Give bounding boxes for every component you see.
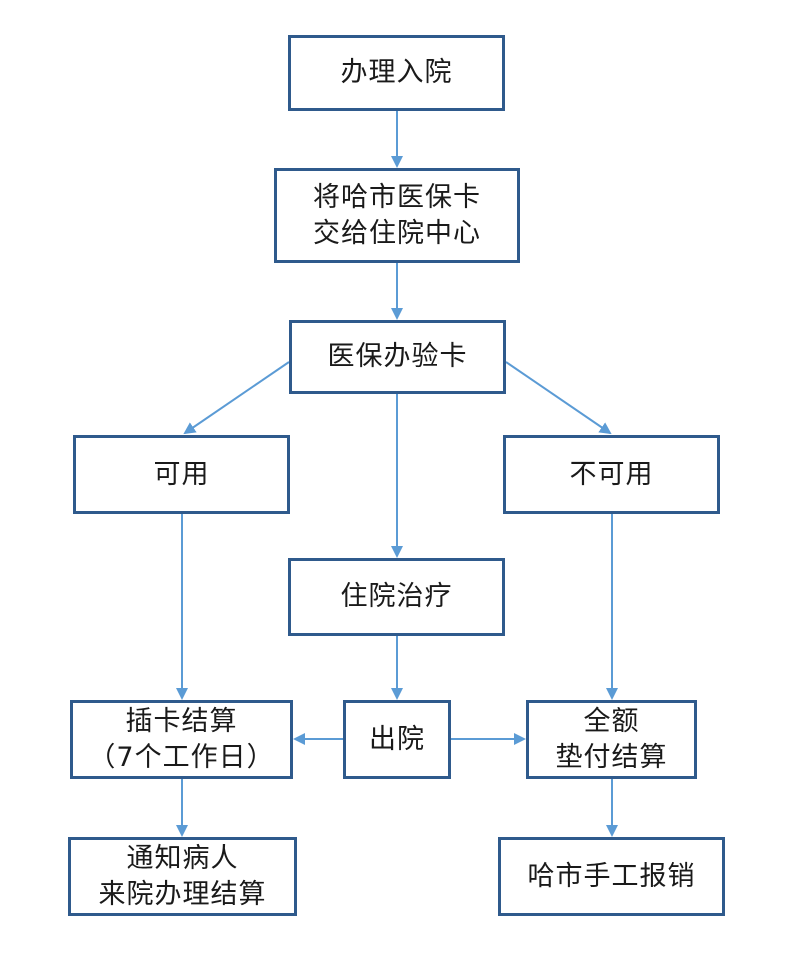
node-discharge-line-1: 出院: [369, 723, 425, 755]
node-unusable-line-1: 不可用: [569, 458, 654, 490]
node-usable-line-1: 可用: [153, 458, 210, 490]
node-discharge: 出院: [343, 700, 451, 779]
node-unusable: 不可用: [503, 435, 720, 514]
node-treatment-line-1: 住院治疗: [340, 581, 453, 612]
node-full-payment-line-2: 垫付结算: [555, 741, 668, 773]
node-submit-card-line-2: 交给住院中心: [313, 217, 481, 249]
node-notify-patient-line-2: 来院办理结算: [98, 878, 267, 910]
node-full-payment-line-1: 全额: [583, 705, 640, 737]
node-notify-patient: 通知病人 来院办理结算: [68, 837, 297, 916]
node-admission-line-1: 办理入院: [340, 57, 453, 88]
node-card-settlement-line-2: （7个工作日）: [88, 741, 275, 773]
node-manual-reimburse: 哈市手工报销: [498, 837, 725, 916]
node-notify-patient-line-1: 通知病人: [126, 842, 239, 874]
arrow-verify-card-to-unusable: [505, 361, 612, 435]
node-submit-card-line-1: 将哈市医保卡: [313, 181, 481, 213]
node-verify-card: 医保办验卡: [289, 320, 506, 394]
node-manual-reimburse-line-1: 哈市手工报销: [527, 860, 696, 892]
node-submit-card: 将哈市医保卡 交给住院中心: [274, 168, 520, 263]
node-full-payment: 全额 垫付结算: [526, 700, 697, 779]
node-card-settlement: 插卡结算 （7个工作日）: [70, 700, 293, 779]
node-card-settlement-line-1: 插卡结算: [125, 705, 238, 737]
arrow-verify-card-to-usable: [183, 361, 290, 435]
node-admission: 办理入院: [288, 35, 505, 111]
node-verify-card-line-1: 医保办验卡: [327, 341, 468, 372]
node-treatment: 住院治疗: [288, 558, 505, 636]
node-usable: 可用: [73, 435, 290, 514]
